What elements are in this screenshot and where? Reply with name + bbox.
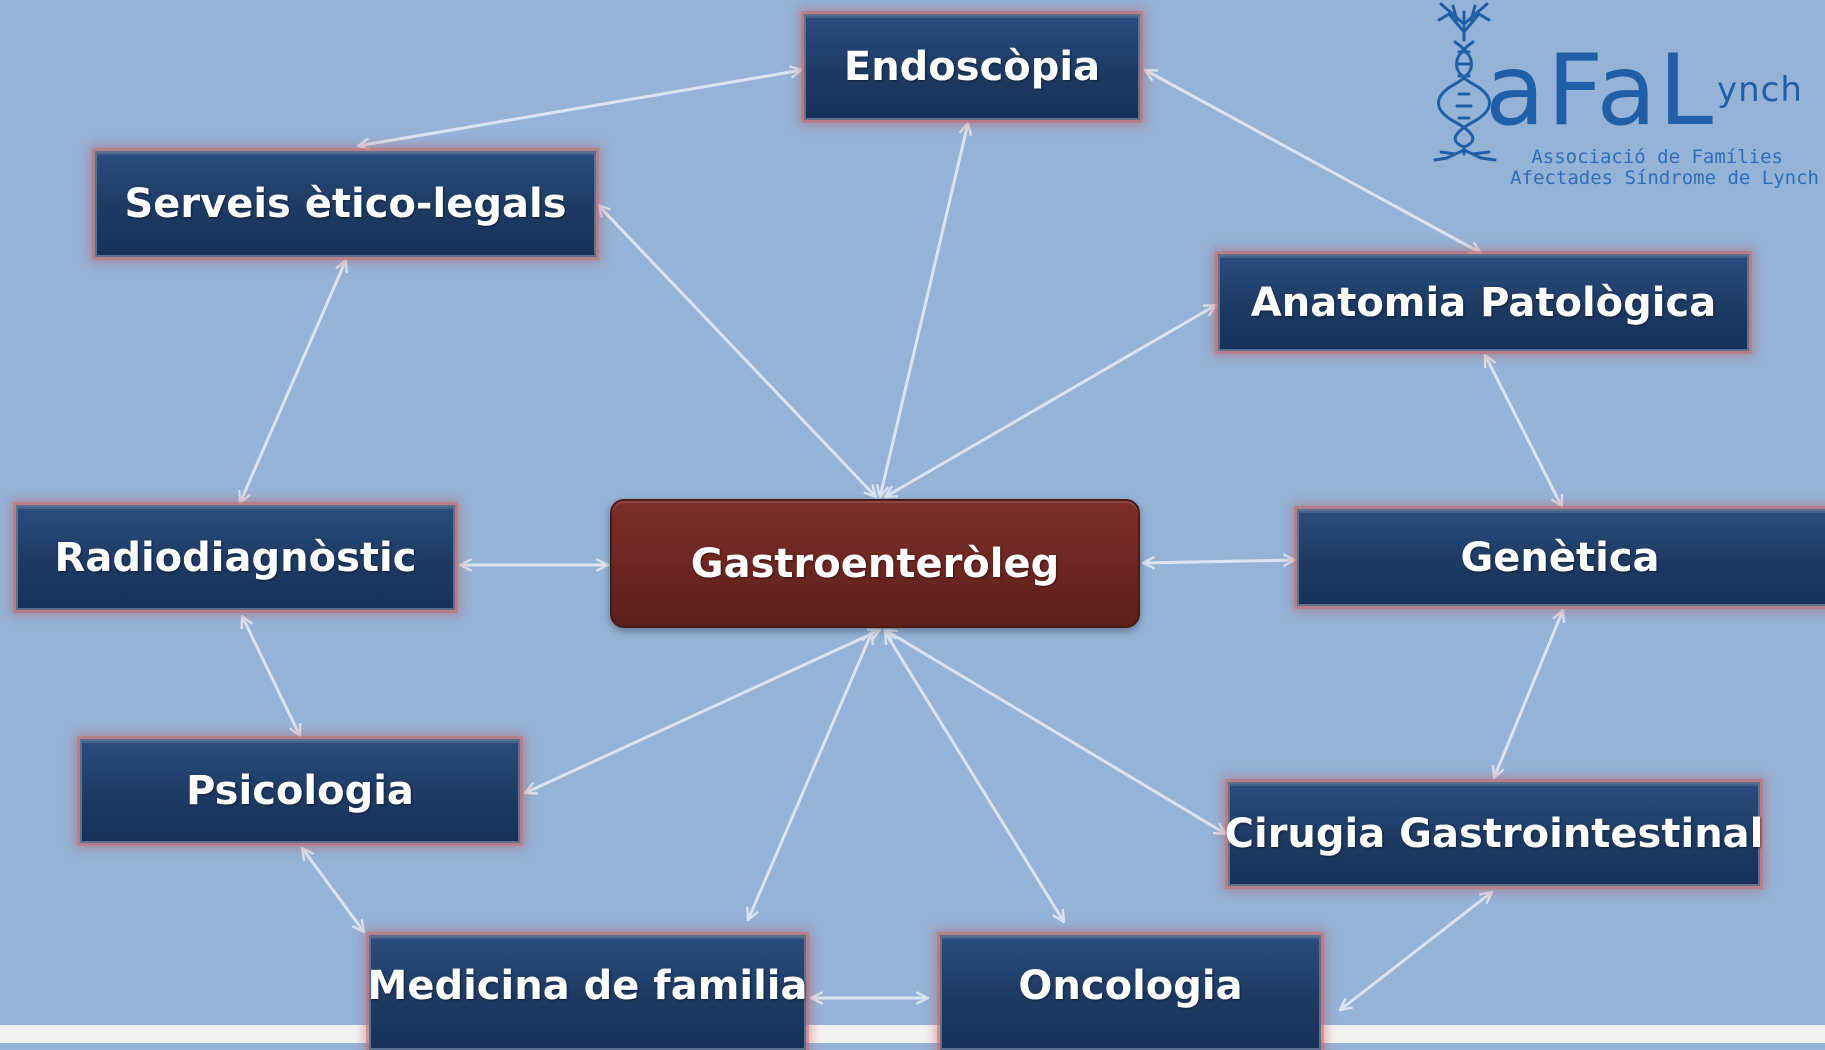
- node-anatomia-patologica: Anatomia Patològica: [1218, 254, 1749, 351]
- node-label: Psicologia: [186, 768, 414, 814]
- edge-genetica-cirugia: [1494, 610, 1563, 778]
- node-endoscopia: Endoscòpia: [804, 14, 1140, 120]
- logo-wordmark: aFaL: [1485, 34, 1716, 148]
- edge-psicologia-medicina: [302, 848, 364, 932]
- edge-center-psicologia: [525, 630, 880, 793]
- edge-endoscopia-anatomia: [1145, 68, 1481, 255]
- logo-wordmark-suffix: ynch: [1717, 70, 1803, 110]
- node-label: Medicina de familia: [367, 962, 808, 1009]
- node-label: Radiodiagnòstic: [54, 534, 417, 581]
- afal-lynch-logo: aFaL ynch Associació de Famílies Afectad…: [1415, 0, 1825, 195]
- node-oncologia: Oncologia: [940, 935, 1321, 1050]
- node-cirugia-gastrointestinal: Cirugia Gastrointestinal: [1225, 782, 1763, 886]
- edge-center-oncologia: [885, 632, 1064, 922]
- edge-center-endoscopia: [880, 123, 968, 497]
- node-label: Cirugia Gastrointestinal: [1224, 811, 1764, 857]
- node-gastroenteroleg: Gastroenteròleg: [610, 499, 1140, 628]
- edge-center-anatomia: [885, 305, 1216, 497]
- node-genetica: Genètica: [1297, 509, 1825, 606]
- node-radiodiagnostic: Radiodiagnòstic: [16, 505, 455, 610]
- logo-tagline-1: Associació de Famílies: [1531, 146, 1783, 168]
- node-psicologia: Psicologia: [80, 739, 520, 843]
- node-label: Anatomia Patològica: [1250, 279, 1717, 326]
- dna-tree-icon: [1433, 2, 1497, 162]
- edge-radiodiagnostic-psicologia: [240, 616, 302, 736]
- edge-serveis-radiodiagnostic: [240, 260, 346, 503]
- node-label: Oncologia: [1018, 962, 1243, 1009]
- node-medicina-de-familia: Medicina de familia: [367, 935, 808, 1050]
- edge-oncologia-cirugia: [1340, 892, 1492, 1010]
- node-serveis-etico-legals: Serveis ètico-legals: [95, 151, 596, 257]
- edge-center-serveis: [598, 205, 876, 497]
- edge-serveis-endoscopia: [358, 70, 802, 146]
- node-label: Endoscòpia: [843, 44, 1101, 90]
- node-label: Serveis ètico-legals: [124, 181, 567, 227]
- edge-center-cirugia: [885, 630, 1226, 834]
- center-label: Gastroenteròleg: [690, 540, 1060, 587]
- edge-center-genetica: [1143, 560, 1295, 563]
- edge-anatomia-genetica: [1483, 355, 1564, 507]
- node-label: Genètica: [1460, 534, 1660, 581]
- edge-center-medicina: [748, 632, 872, 920]
- logo-tagline-2: Afectades Síndrome de Lynch: [1510, 167, 1819, 189]
